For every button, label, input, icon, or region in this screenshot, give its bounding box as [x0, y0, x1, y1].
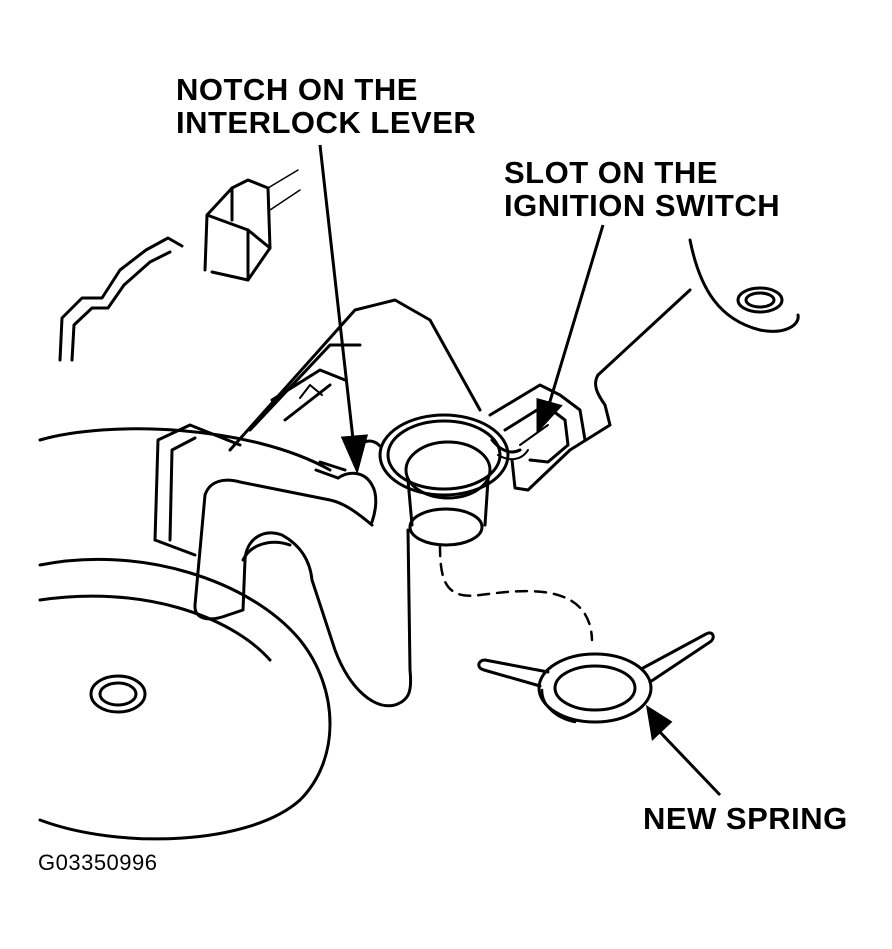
upper-bracket: [58, 169, 301, 362]
spring-leader-line: [656, 728, 722, 797]
slot-callout: SLOT ON THE IGNITION SWITCH: [504, 157, 780, 221]
interlock-lever: [153, 298, 482, 708]
notch-label-line1: NOTCH ON THE: [176, 72, 418, 107]
new-spring: [477, 631, 715, 724]
alignment-dash-line: [438, 543, 594, 642]
figure-id: G03350996: [38, 850, 158, 875]
notch-callout: NOTCH ON THE INTERLOCK LEVER: [176, 74, 476, 138]
notch-arrowhead: [340, 434, 368, 475]
ignition-switch-body: [488, 238, 800, 492]
spring-label: NEW SPRING: [643, 801, 848, 836]
spring-arrowhead: [645, 704, 673, 742]
slot-label-line2: IGNITION SWITCH: [504, 188, 781, 223]
slot-leader-line: [546, 224, 605, 409]
slot-arrowhead: [536, 398, 563, 434]
switch-shaft: [378, 413, 510, 547]
notch-leader-line: [318, 144, 356, 449]
notch-label-line2: INTERLOCK LEVER: [176, 105, 477, 140]
slot-label-line1: SLOT ON THE: [504, 155, 718, 190]
